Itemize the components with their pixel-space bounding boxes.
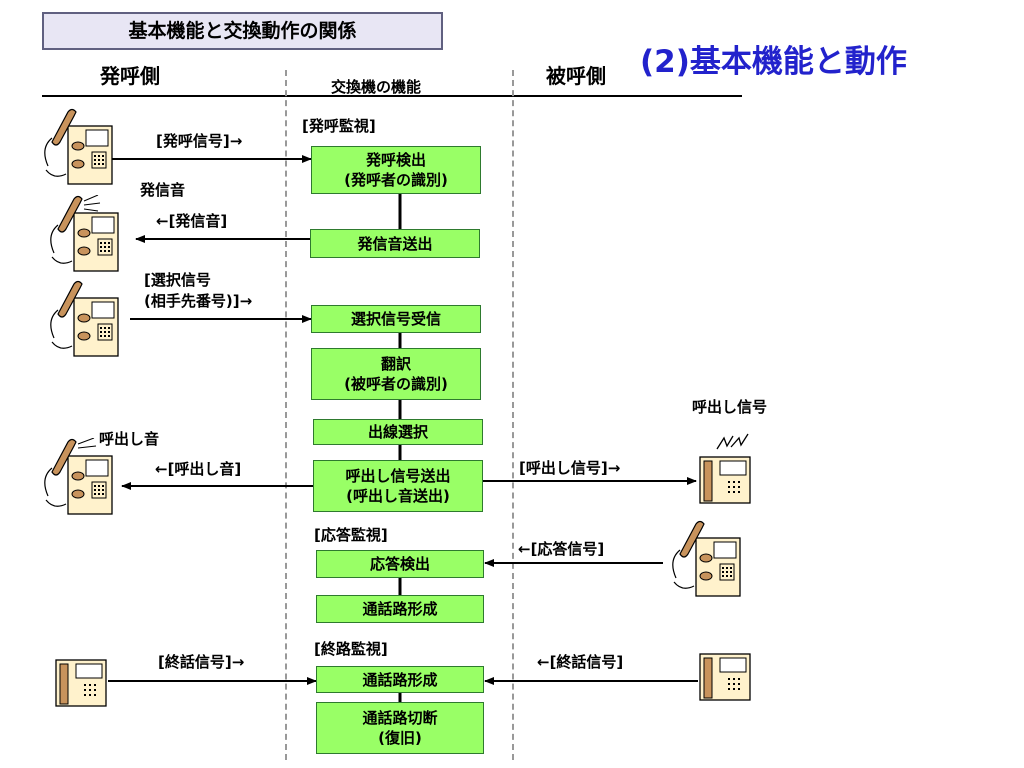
exchange-callee-divider bbox=[512, 70, 514, 760]
telephone-offhook-icon bbox=[672, 520, 741, 597]
end-signal-label-left: [終話信号]→ bbox=[158, 653, 245, 671]
process-box-path-form: 通話路形成 bbox=[316, 595, 484, 623]
caller-column-heading: 発呼側 bbox=[100, 64, 160, 88]
box-line: 通話路形成 bbox=[362, 670, 438, 689]
answer-signal-label: ←[応答信号] bbox=[518, 540, 605, 558]
box-line: 選択信号受信 bbox=[350, 310, 441, 328]
monitor-answer-label: [応答監視] bbox=[314, 526, 388, 544]
box-line: 発信音送出 bbox=[357, 234, 433, 253]
callee-column-heading: 被呼側 bbox=[546, 64, 606, 88]
process-box-ring-send: 呼出し信号送出 (呼出し音送出) bbox=[313, 460, 483, 512]
process-box-select-receive: 選択信号受信 bbox=[311, 305, 481, 333]
box-line: (被呼者の識別) bbox=[344, 375, 448, 393]
box-line: 翻訳 bbox=[380, 355, 411, 373]
dial-tone-label: ←[発信音] bbox=[156, 212, 228, 230]
process-box-translate: 翻訳 (被呼者の識別) bbox=[311, 348, 481, 400]
ringback-caption: 呼出し音 bbox=[99, 430, 160, 448]
box-line: (呼出し音送出) bbox=[346, 487, 450, 505]
telephone-onhook-icon bbox=[55, 659, 107, 707]
monitor-end-label: [終路監視] bbox=[314, 640, 388, 658]
telephone-offhook-icon bbox=[50, 195, 119, 272]
process-box-line-select: 出線選択 bbox=[313, 419, 483, 445]
telephone-onhook-icon bbox=[699, 653, 751, 701]
exchange-column-heading: 交換機の機能 bbox=[331, 78, 422, 96]
box-line: (復旧) bbox=[378, 729, 422, 747]
ringback-label: ←[呼出し音] bbox=[155, 460, 242, 478]
ring-signal-label: [呼出し信号]→ bbox=[519, 459, 621, 477]
ring-lightning-icon bbox=[716, 433, 749, 450]
telephone-offhook-icon bbox=[44, 108, 113, 185]
caller-exchange-divider bbox=[285, 70, 287, 760]
box-line: 出線選択 bbox=[367, 423, 428, 441]
box-line: (発呼者の識別) bbox=[344, 171, 448, 189]
process-box-path-release: 通話路切断 (復旧) bbox=[316, 702, 484, 754]
process-box-path-form-2: 通話路形成 bbox=[316, 666, 484, 693]
page-title: (2)基本機能と動作 bbox=[640, 44, 907, 80]
select-signal-label-line1: [選択信号 bbox=[144, 271, 211, 289]
call-signal-label: [発呼信号]→ bbox=[156, 132, 243, 150]
telephone-offhook-icon bbox=[50, 280, 119, 357]
header-rule bbox=[42, 95, 742, 97]
diagram-title-box: 基本機能と交換動作の関係 bbox=[42, 12, 443, 50]
telephone-offhook-icon bbox=[44, 438, 113, 515]
process-box-answer-detect: 応答検出 bbox=[316, 550, 484, 578]
ring-signal-caption: 呼出し信号 bbox=[692, 398, 768, 416]
end-signal-label-right: ←[終話信号] bbox=[537, 653, 624, 671]
box-line: 呼出し信号送出 bbox=[345, 467, 451, 485]
box-line: 通話路形成 bbox=[362, 600, 438, 618]
select-signal-label-line2: (相手先番号)]→ bbox=[144, 292, 253, 310]
dial-tone-caption: 発信音 bbox=[140, 181, 186, 199]
box-line: 通話路切断 bbox=[362, 709, 438, 727]
process-box-call-detect: 発呼検出 (発呼者の識別) bbox=[311, 146, 481, 194]
telephone-onhook-icon bbox=[699, 456, 751, 504]
monitor-call-label: [発呼監視] bbox=[302, 117, 376, 135]
box-line: 発呼検出 bbox=[365, 151, 426, 169]
box-line: 応答検出 bbox=[369, 555, 430, 573]
process-box-dial-tone: 発信音送出 bbox=[310, 229, 480, 258]
